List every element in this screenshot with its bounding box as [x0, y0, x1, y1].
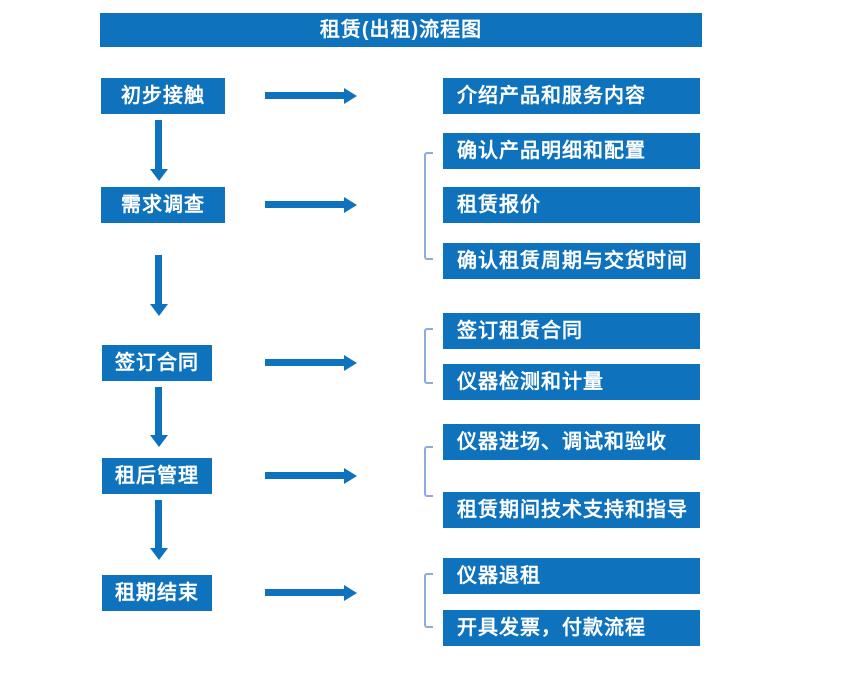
bracket-group-5 [424, 573, 433, 628]
output-box-9: 仪器退租 [443, 558, 700, 594]
arrow-right-4 [265, 467, 357, 484]
step-box-initial-contact: 初步接触 [101, 78, 225, 114]
output-box-1: 介绍产品和服务内容 [443, 78, 700, 114]
arrow-down-1 [155, 120, 162, 169]
arrow-right-5 [265, 584, 357, 601]
step-box-sign-contract: 签订合同 [102, 345, 212, 381]
output-box-6: 仪器检测和计量 [443, 364, 700, 400]
step-box-demand-survey: 需求调查 [101, 187, 225, 223]
step-box-lease-end: 租期结束 [102, 575, 212, 611]
arrow-down-4 [155, 500, 162, 548]
arrow-right-3 [265, 354, 357, 371]
output-box-7: 仪器进场、调试和验收 [443, 424, 700, 460]
arrow-down-2 [155, 255, 162, 304]
output-box-10: 开具发票，付款流程 [443, 610, 700, 646]
bracket-group-2 [424, 152, 433, 260]
step-box-post-rental: 租后管理 [102, 458, 212, 494]
output-box-3: 租赁报价 [443, 187, 700, 223]
arrow-right-2 [265, 196, 357, 213]
bracket-group-3 [424, 328, 433, 384]
arrow-down-3 [155, 387, 162, 435]
flowchart-title: 租赁(出租)流程图 [100, 13, 702, 47]
output-box-8: 租赁期间技术支持和指导 [443, 492, 700, 528]
bracket-group-4 [424, 446, 433, 497]
output-box-4: 确认租赁周期与交货时间 [443, 243, 700, 279]
output-box-2: 确认产品明细和配置 [443, 133, 700, 169]
arrow-right-1 [265, 87, 357, 104]
output-box-5: 签订租赁合同 [443, 313, 700, 349]
